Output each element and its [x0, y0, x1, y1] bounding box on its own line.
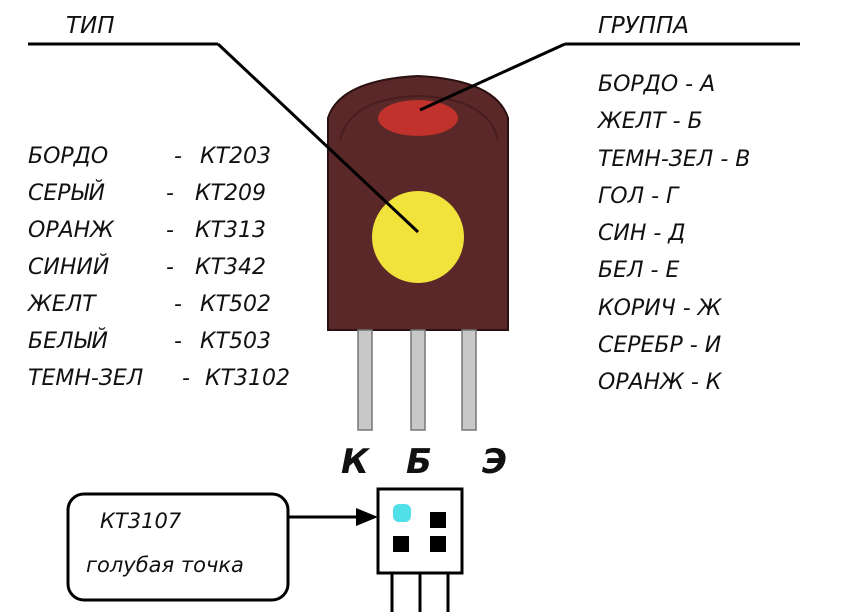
- type-color-label: БЕЛЫЙ: [28, 328, 108, 354]
- group-code-item: ТЕМН-ЗЕЛ - В: [598, 147, 750, 172]
- kt3107-package-body: [376, 487, 464, 575]
- package-square-bottom-right: [430, 536, 446, 552]
- type-separator: -: [174, 292, 182, 317]
- type-code-value: КТ503: [200, 329, 271, 354]
- type-color-dot: [372, 191, 464, 283]
- type-color-label: ОРАНЖ: [28, 218, 115, 243]
- lead-emitter: [461, 329, 477, 431]
- lead-base: [410, 329, 426, 431]
- group-code-item: ОРАНЖ - К: [598, 370, 723, 395]
- kt3107-note-label: голубая точка: [86, 553, 244, 577]
- group-code-item: БЕЛ - Е: [598, 258, 679, 283]
- type-code-value: КТ3102: [205, 366, 290, 391]
- group-code-list: БОРДО - А ЖЕЛТ - Б ТЕМН-ЗЕЛ - В ГОЛ - Г …: [596, 72, 750, 395]
- group-code-item: БОРДО - А: [598, 72, 715, 97]
- type-separator: -: [174, 144, 182, 169]
- kt3107-model-label: КТ3107: [100, 509, 182, 533]
- package-square-bottom-left: [393, 536, 409, 552]
- type-pointer-line: [216, 42, 420, 234]
- group-heading: ГРУППА: [598, 13, 689, 39]
- type-color-label: ТЕМН-ЗЕЛ: [28, 366, 143, 391]
- group-code-item: СИН - Д: [598, 221, 685, 246]
- type-separator: -: [166, 255, 174, 280]
- lead-collector: [357, 329, 373, 431]
- type-color-label: ЖЕЛТ: [26, 292, 97, 317]
- group-pointer-line: [419, 42, 566, 112]
- package-square-top-right: [430, 512, 446, 528]
- type-separator: -: [166, 218, 174, 243]
- type-separator: -: [174, 329, 182, 354]
- type-code-value: КТ342: [195, 255, 266, 280]
- type-code-value: КТ313: [195, 218, 266, 243]
- transistor-body-group: [327, 74, 509, 431]
- transistor-top-shading: [339, 94, 499, 141]
- callout-arrow-head: [356, 508, 378, 526]
- type-separator: -: [182, 366, 190, 391]
- kt3107-package: [376, 487, 464, 612]
- type-separator: -: [166, 181, 174, 206]
- pin-label-emitter: Э: [482, 442, 507, 482]
- type-code-value: КТ502: [200, 292, 271, 317]
- type-color-label: СИНИЙ: [28, 254, 109, 280]
- group-color-dot: [378, 100, 458, 136]
- kt3107-callout-box: [66, 492, 290, 602]
- type-color-label: СЕРЫЙ: [28, 180, 105, 206]
- pin-label-base: Б: [406, 442, 432, 482]
- group-code-item: ЖЕЛТ - Б: [596, 109, 703, 134]
- type-color-label: БОРДО: [28, 144, 108, 169]
- type-code-value: КТ203: [200, 144, 271, 169]
- blue-marker-dot: [393, 504, 411, 522]
- group-code-item: СЕРЕБР - И: [598, 333, 721, 358]
- group-code-item: КОРИЧ - Ж: [598, 296, 723, 321]
- type-heading: ТИП: [66, 13, 115, 39]
- group-code-item: ГОЛ - Г: [598, 184, 680, 209]
- pin-label-collector: К: [341, 442, 371, 482]
- type-code-value: КТ209: [195, 181, 266, 206]
- type-code-list: БОРДО - КТ203 СЕРЫЙ - КТ209 ОРАНЖ - КТ31…: [26, 144, 290, 391]
